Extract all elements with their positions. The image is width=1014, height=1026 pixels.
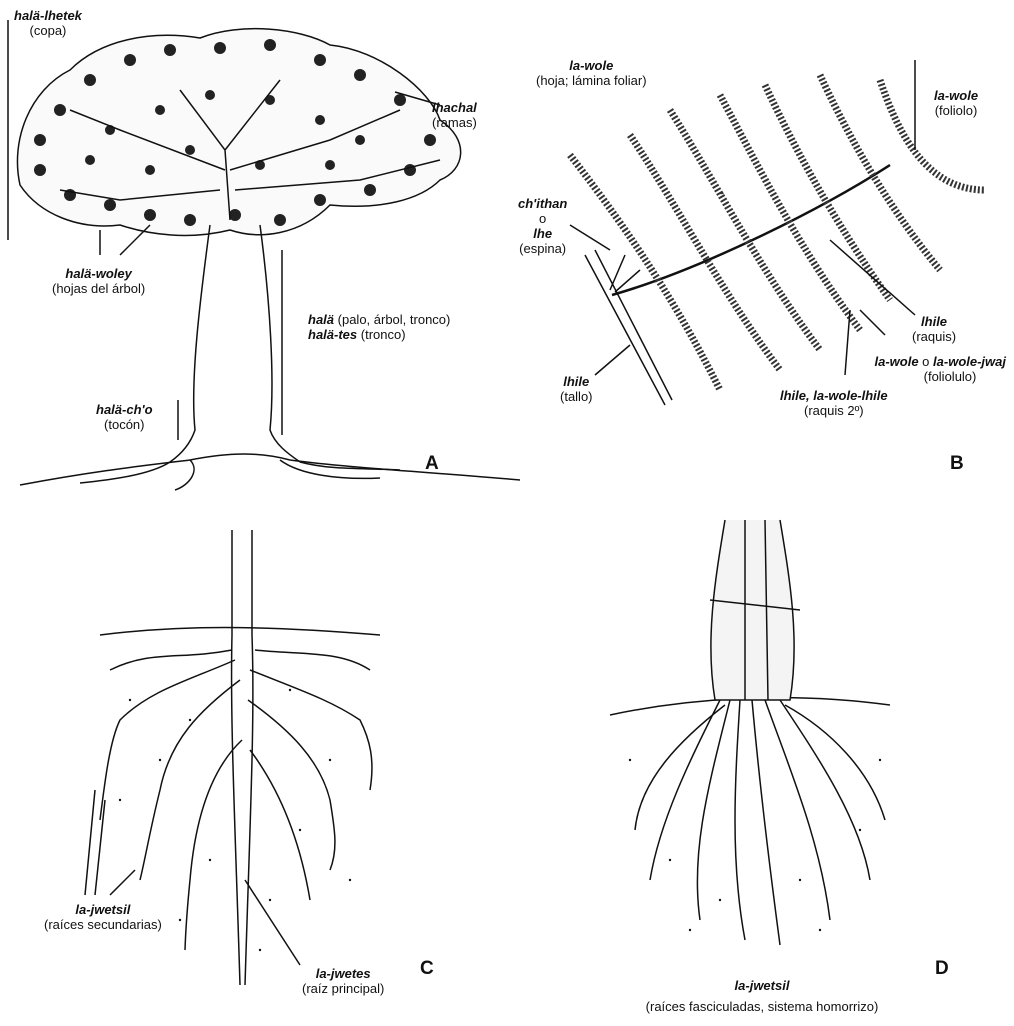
term-hala-tes: halä-tes (308, 327, 357, 342)
term-chithan: ch'ithan (518, 196, 567, 211)
label-raices-secundarias: la-jwetsil (raíces secundarias) (44, 902, 162, 932)
gloss-tallo: (tallo) (560, 389, 593, 404)
label-hojas-arbol: halä-woley (hojas del árbol) (52, 266, 145, 296)
term-ramas: lhachal (432, 100, 477, 115)
grass-base (710, 520, 800, 700)
term-raiz-principal: la-jwetes (302, 966, 384, 981)
gloss-hala-tes: (tronco) (361, 327, 406, 342)
term-copa: halä-lhetek (14, 8, 82, 23)
label-raquis-2: lhile, la-wole-lhile (raquis 2º) (780, 388, 888, 418)
panel-letter-c: C (420, 958, 434, 980)
panel-letter-a: A (425, 453, 439, 475)
label-foliolo: la-wole (foliolo) (934, 88, 978, 118)
gloss-raquis: (raquis) (912, 329, 956, 344)
label-tocon: halä-ch'o (tocón) (96, 402, 153, 432)
term-lhe: lhe (518, 226, 567, 241)
leaf-stem (585, 250, 672, 405)
main-root (232, 635, 253, 985)
foliolulo-line-1: la-wole o la-wole-jwaj (784, 354, 1006, 369)
term-raquis: lhile (912, 314, 956, 329)
gloss-raices-fasciculadas: (raíces fasciculadas, sistema homorrizo) (612, 999, 912, 1014)
gloss-foliolo: (foliolo) (934, 103, 978, 118)
tree-illustration (8, 20, 520, 490)
gloss-hala: (palo, árbol, tronco) (338, 312, 451, 327)
panel-letter-d: D (935, 958, 949, 980)
term-foliolo: la-wole (934, 88, 978, 103)
label-copa: halä-lhetek (copa) (14, 8, 82, 38)
tronco-line-1: halä (palo, árbol, tronco) (308, 312, 450, 327)
term-hoja-lamina: la-wole (536, 58, 647, 73)
term-la-wole: la-wole (874, 354, 918, 369)
label-hoja-lamina: la-wole (hoja; lámina foliar) (536, 58, 647, 88)
gloss-copa: (copa) (14, 23, 82, 38)
term-hala: halä (308, 312, 334, 327)
connector-o: o (518, 211, 567, 226)
label-raiz-principal: la-jwetes (raíz principal) (302, 966, 384, 996)
taproot-stem (232, 530, 252, 635)
tronco-line-2: halä-tes (tronco) (308, 327, 450, 342)
tree-ground (20, 454, 520, 485)
soil-dots-d (629, 759, 881, 931)
leaf-rachis (612, 165, 890, 295)
label-foliolulo: la-wole o la-wole-jwaj (foliolulo) (784, 354, 1006, 384)
gloss-tocon: (tocón) (96, 417, 153, 432)
gloss-raquis-2: (raquis 2º) (780, 403, 888, 418)
gloss-hoja-lamina: (hoja; lámina foliar) (536, 73, 647, 88)
term-tallo: lhile (560, 374, 593, 389)
term-raices-fasciculadas: la-jwetsil (612, 978, 912, 993)
soil-line-c (100, 628, 380, 636)
label-tallo: lhile (tallo) (560, 374, 593, 404)
term-tocon: halä-ch'o (96, 402, 153, 417)
gloss-ramas: (ramas) (432, 115, 477, 130)
label-raquis: lhile (raquis) (912, 314, 956, 344)
term-raquis-2: lhile, la-wole-lhile (780, 388, 888, 403)
tree-trunk (170, 225, 300, 462)
label-raices-fasciculadas: la-jwetsil (raíces fasciculadas, sistema… (612, 978, 912, 1014)
label-ramas: lhachal (ramas) (432, 100, 477, 130)
panel-letter-b: B (950, 453, 964, 475)
fibrous-root-illustration (610, 520, 890, 945)
term-hojas-arbol: halä-woley (52, 266, 145, 281)
label-espina: ch'ithan o lhe (espina) (518, 196, 567, 256)
gloss-hojas-arbol: (hojas del árbol) (52, 281, 145, 296)
fibrous-roots (635, 700, 885, 945)
term-raices-secundarias: la-jwetsil (44, 902, 162, 917)
gloss-espina: (espina) (518, 241, 567, 256)
gloss-raices-secundarias: (raíces secundarias) (44, 917, 162, 932)
gloss-foliolulo: (foliolulo) (784, 369, 1006, 384)
label-tronco: halä (palo, árbol, tronco) halä-tes (tro… (308, 312, 450, 342)
term-la-wole-jwaj: la-wole-jwaj (933, 354, 1006, 369)
connector-o-2: o (919, 354, 933, 369)
gloss-raiz-principal: (raíz principal) (302, 981, 384, 996)
